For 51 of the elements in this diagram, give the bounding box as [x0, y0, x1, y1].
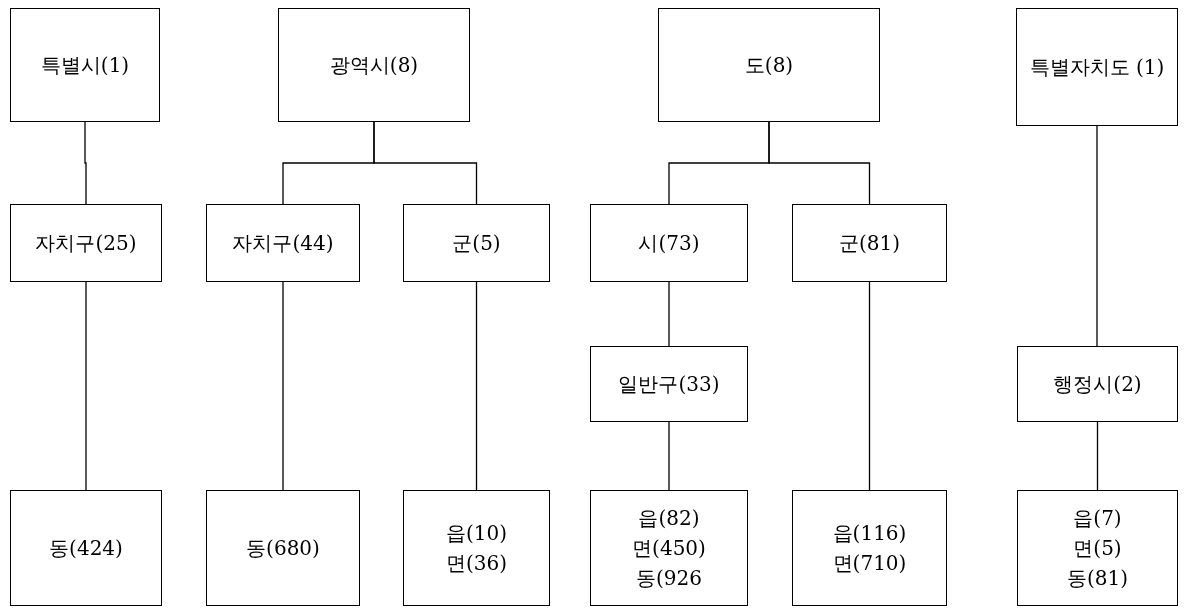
box-label: 자치구(25)	[35, 230, 137, 257]
box-label: 읍(7)	[1073, 505, 1122, 532]
category-box	[1016, 8, 1178, 126]
connector-line	[84, 121, 87, 205]
category-box	[403, 204, 550, 282]
box-label: 특별시(1)	[40, 52, 130, 79]
box-label: 군(81)	[838, 230, 901, 257]
box-label: 읍(116)	[832, 520, 907, 547]
connector-line	[85, 281, 87, 491]
box-label: 일반구(33)	[618, 371, 720, 398]
box-label: 특별자치도 (1)	[1029, 54, 1165, 81]
box-label: 군(5)	[452, 230, 501, 257]
box-label: 읍(10)	[445, 520, 508, 547]
box-label: 자치구(44)	[232, 230, 334, 257]
box-label: 면(450)	[632, 535, 706, 562]
connector-line	[1096, 125, 1098, 347]
connector-line	[668, 421, 670, 491]
category-box	[278, 8, 470, 122]
connector-line	[373, 121, 478, 205]
category-box	[1017, 490, 1178, 606]
category-box	[403, 490, 550, 606]
box-label: 면(710)	[832, 550, 907, 577]
connector-line	[475, 281, 478, 491]
connector-line	[668, 281, 670, 347]
category-box	[1017, 346, 1178, 422]
category-box	[10, 8, 160, 122]
box-label: 동(81)	[1066, 565, 1129, 592]
category-box	[206, 204, 360, 282]
box-label: 면(36)	[445, 550, 508, 577]
category-box	[10, 204, 162, 282]
category-box	[590, 490, 748, 606]
connector-line	[868, 281, 871, 491]
connector-line	[768, 121, 871, 205]
box-label: 동(926	[636, 565, 702, 592]
box-label: 동(424)	[49, 535, 123, 562]
box-label: 시(73)	[638, 230, 700, 257]
category-box	[792, 204, 947, 282]
category-box	[590, 204, 748, 282]
connector-line	[1096, 421, 1099, 491]
box-label: 광역시(8)	[329, 52, 419, 79]
category-box	[206, 490, 360, 606]
box-label: 읍(82)	[638, 505, 700, 532]
category-box	[590, 346, 748, 422]
category-box	[10, 490, 162, 606]
box-label: 도(8)	[744, 52, 794, 79]
box-label: 행정시(2)	[1053, 371, 1142, 398]
box-label: 면(5)	[1073, 535, 1122, 562]
category-box	[658, 8, 880, 122]
box-label: 동(680)	[246, 535, 320, 562]
category-box	[792, 490, 947, 606]
connector-line	[282, 281, 284, 491]
